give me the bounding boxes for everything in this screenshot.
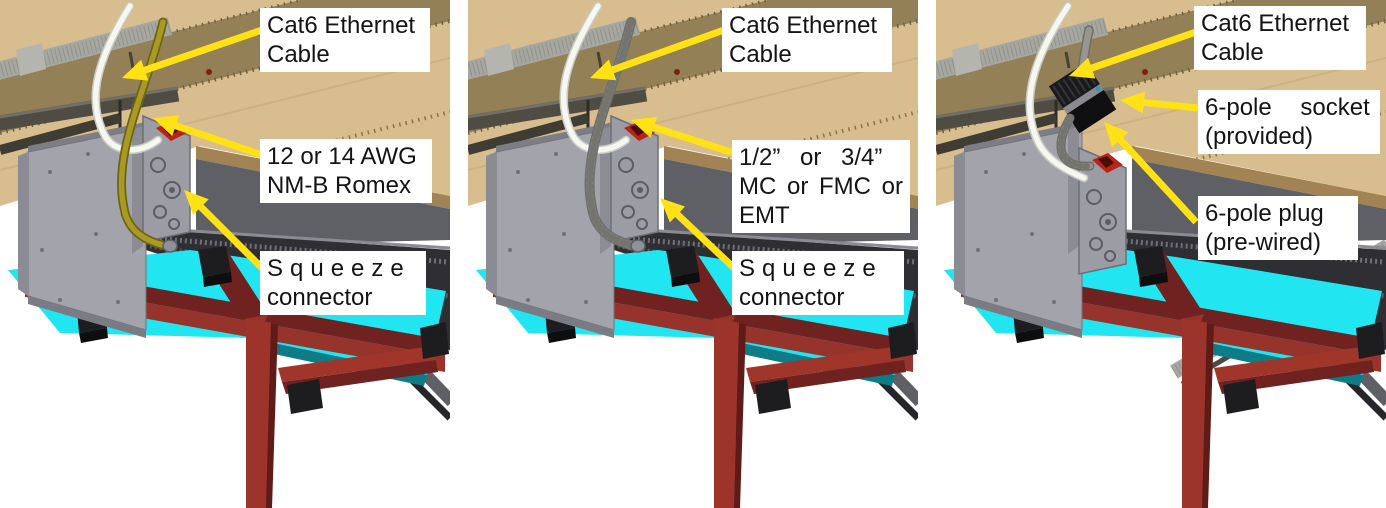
six-pole-plug bbox=[1066, 90, 1117, 134]
label-cat6-ethernet-cable: Cat6 Ethernet Cable bbox=[1194, 6, 1366, 70]
label-line: (pre-wired) bbox=[1205, 229, 1322, 256]
label-line: MC or FMC or bbox=[739, 173, 903, 200]
mount-block bbox=[420, 322, 449, 359]
label-squeeze-connector: Squeeze connector bbox=[732, 251, 904, 315]
label-line: Cable bbox=[1201, 39, 1264, 66]
label-line: Cat6 Ethernet bbox=[1201, 10, 1350, 37]
label-line: Cable bbox=[267, 41, 330, 68]
arrow bbox=[1069, 57, 1096, 79]
arrow bbox=[184, 190, 209, 215]
truss-gusset-plate bbox=[16, 43, 46, 76]
label-line: Cat6 Ethernet bbox=[729, 12, 878, 39]
label-line: Cat6 Ethernet bbox=[267, 12, 416, 39]
label-line: EMT bbox=[739, 202, 790, 229]
mount-block bbox=[755, 379, 791, 414]
lower-beam bbox=[746, 346, 904, 382]
label-line: 1/2” or 3/4” bbox=[739, 144, 883, 171]
squeeze-connector-fitting bbox=[162, 239, 178, 253]
lower-beam bbox=[1214, 346, 1372, 382]
mount-block bbox=[1356, 322, 1385, 359]
label-nm-b-romex: 12 or 14 AWG NM-B Romex bbox=[260, 139, 432, 203]
label-line: 12 or 14 AWG bbox=[267, 143, 417, 170]
truss-gusset-plate bbox=[952, 43, 982, 76]
label-line: Squeeze bbox=[267, 255, 411, 282]
label-line: (provided) bbox=[1205, 123, 1314, 150]
label-cat6-ethernet-cable: Cat6 Ethernet Cable bbox=[722, 8, 892, 72]
arrow bbox=[1120, 91, 1145, 114]
mount-block bbox=[198, 246, 231, 277]
cat6-cable bbox=[560, 3, 629, 153]
truss-gusset-plate bbox=[484, 43, 514, 76]
cat6-cable bbox=[92, 3, 161, 153]
arrow bbox=[153, 115, 180, 137]
mount-block bbox=[1223, 379, 1259, 414]
label-line: Cable bbox=[729, 41, 792, 68]
mount-block bbox=[1134, 246, 1167, 277]
label-line: connector bbox=[739, 284, 845, 311]
mount-block bbox=[666, 246, 699, 277]
label-mc-fmc-emt: 1/2” or 3/4” MC or FMC or EMT bbox=[732, 140, 910, 233]
arrow bbox=[631, 116, 658, 138]
arrow bbox=[1104, 122, 1129, 148]
label-squeeze-connector: Squeeze connector bbox=[260, 251, 426, 315]
mount-block bbox=[888, 322, 917, 359]
squeeze-connector-fitting bbox=[630, 239, 646, 253]
label-line: Squeeze bbox=[739, 255, 883, 282]
arrow bbox=[122, 59, 149, 81]
label-line: 6-pole plug bbox=[1205, 200, 1324, 227]
label-line: 6-pole socket bbox=[1205, 94, 1370, 121]
panel-conduit-wiring: Cat6 Ethernet Cable 1/2” or 3/4” MC or F… bbox=[468, 0, 918, 508]
cat6-cable bbox=[1026, 3, 1087, 181]
lower-beam bbox=[278, 346, 436, 382]
arrow bbox=[590, 59, 617, 81]
panel-plug-socket-wiring: Cat6 Ethernet Cable 6-pole socket (provi… bbox=[936, 0, 1386, 508]
label-line: connector bbox=[267, 284, 373, 311]
label-six-pole-socket: 6-pole socket (provided) bbox=[1198, 90, 1380, 154]
wood-edge bbox=[1132, 146, 1386, 209]
label-line: NM-B Romex bbox=[267, 172, 412, 199]
label-cat6-ethernet-cable: Cat6 Ethernet Cable bbox=[260, 8, 430, 72]
label-six-pole-plug: 6-pole plug (pre-wired) bbox=[1198, 196, 1358, 260]
arrow bbox=[660, 198, 685, 223]
mount-block bbox=[287, 379, 323, 414]
panel-romex-wiring: Cat6 Ethernet Cable 12 or 14 AWG NM-B Ro… bbox=[0, 0, 450, 508]
